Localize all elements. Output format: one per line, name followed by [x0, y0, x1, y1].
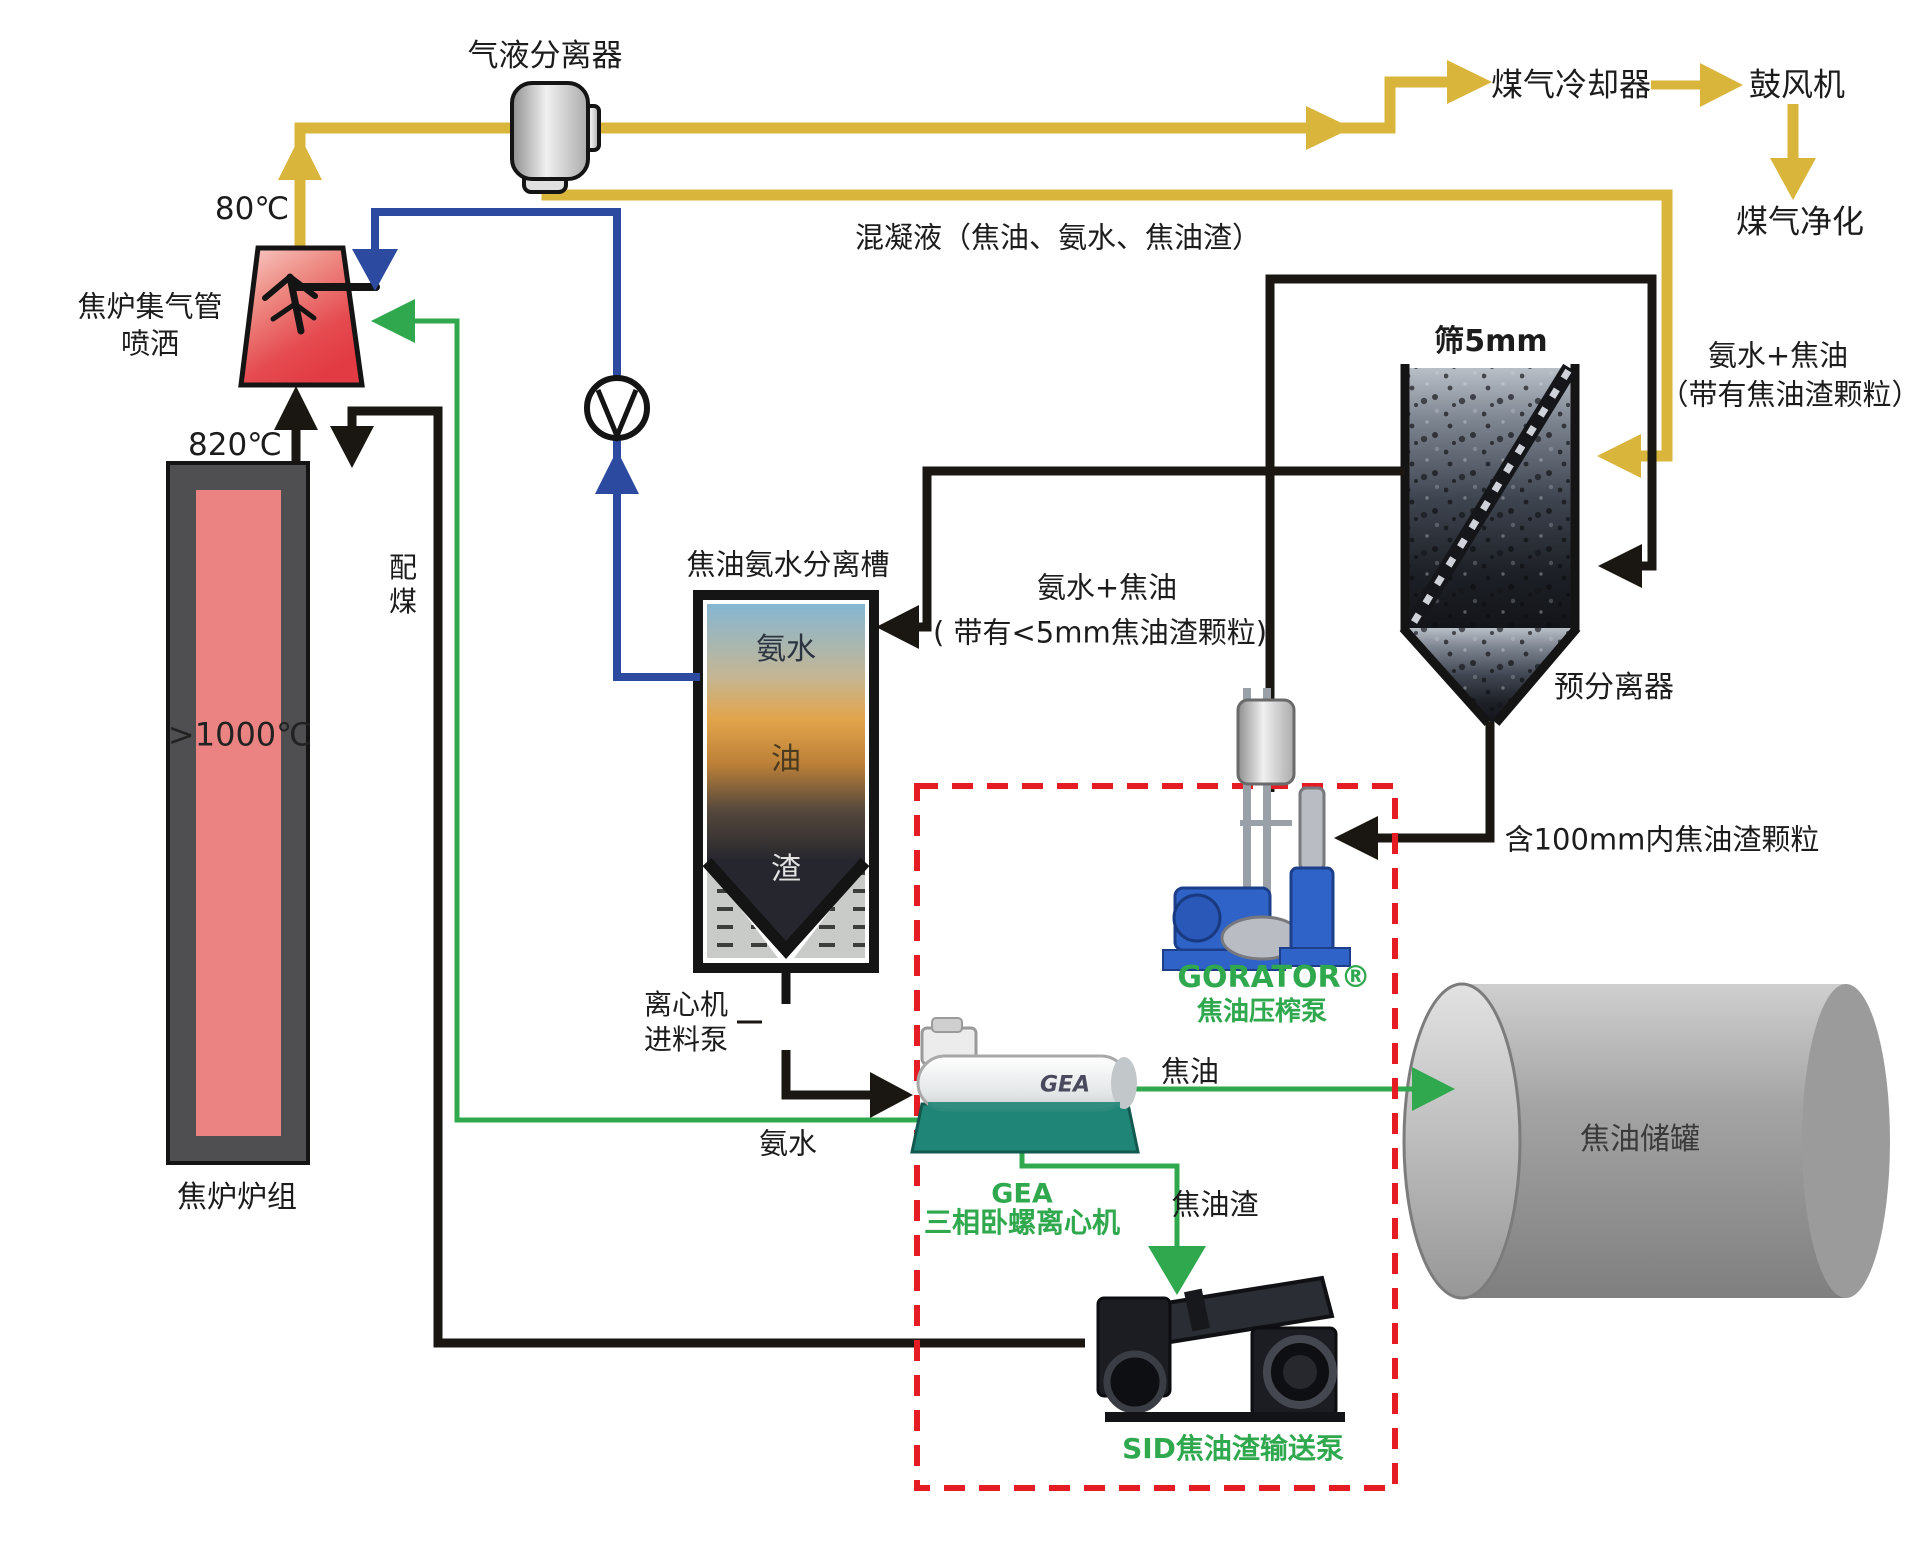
feed-pump-label-line1: 离心机 [643, 987, 729, 1021]
presep-drain-line [1378, 722, 1495, 843]
gas-liquid-separator [510, 81, 601, 194]
tar-residue-stream-label: 焦油渣 [1171, 1187, 1259, 1222]
sieve-size-label: 筛5mm [1434, 323, 1548, 359]
coarse-residue-stream-label: 含100mm内焦油渣颗粒 [1504, 822, 1820, 857]
ammonia-return-arrow [371, 299, 415, 343]
tar-residue-arrow [1148, 1246, 1206, 1295]
presep-to-tank-line [919, 466, 1405, 632]
condensate-stream-label: 混凝液（焦油、氨水、焦油渣） [854, 220, 1262, 255]
gorator-recycle-line [1265, 274, 1657, 792]
tank-layer-residue: 渣 [771, 851, 801, 887]
pre-separator [1399, 363, 1581, 727]
coke-oven-label: 焦炉炉组 [177, 1179, 297, 1215]
tank-layer-oil: 油 [771, 741, 801, 777]
flushing-liquor-arrows [352, 249, 639, 494]
ammonia-tar-stream-line2: （带有焦油渣颗粒） [1659, 377, 1920, 412]
tar-tank-label: 焦油储罐 [1580, 1121, 1700, 1157]
coke-oven [166, 461, 310, 1165]
tar-product-arrow [1412, 1067, 1455, 1111]
gorator-recycle-arrow [1598, 544, 1642, 588]
gea-centrifuge-image [910, 1017, 1140, 1154]
condensate-line-arrow [1597, 434, 1641, 478]
sid-pump-label: SID焦油渣输送泵 [1122, 1431, 1344, 1465]
ammonia-return-line [415, 318, 1095, 1123]
ammonia-tar-stream-line1: 氨水+焦油 [1707, 338, 1849, 373]
circulation-pump-icon [584, 375, 650, 443]
coal-blend-label: 配煤 [388, 551, 417, 618]
separation-tank-label: 焦油氨水分离槽 [686, 547, 890, 582]
collecting-main-label-line2: 喷洒 [120, 326, 180, 361]
gea-machine-text: GEA [1039, 1072, 1091, 1098]
residue-return-arrows [274, 386, 374, 468]
oven-top-temp: 820℃ [188, 427, 282, 464]
presep-drain-arrow [1334, 816, 1378, 860]
collecting-main-label-line1: 焦炉集气管 [77, 289, 223, 324]
sid-pump-image [1096, 1275, 1345, 1422]
tar-residue-line [1019, 1148, 1180, 1248]
tar-stream-label: 焦油 [1160, 1054, 1220, 1089]
gea-brand-label: GEA [991, 1178, 1053, 1210]
tank-layer-ammonia: 氨水 [756, 631, 816, 667]
gas-cooler-label: 煤气冷却器 [1490, 65, 1652, 104]
gas-line-arrows [278, 60, 1816, 200]
blower-label: 鼓风机 [1748, 65, 1846, 104]
ammonia-stream-label: 氨水 [758, 1126, 818, 1161]
oven-chamber-temp: >1000℃ [167, 715, 313, 754]
gorator-brand-label: GORATOR® [1177, 959, 1371, 995]
gorator-pump-image [1162, 688, 1351, 971]
spray-icon [262, 273, 380, 335]
gea-centrifuge-label: 三相卧螺离心机 [923, 1205, 1121, 1239]
gas-liquid-separator-label: 气液分离器 [467, 38, 623, 75]
flushing-liquor-line [371, 208, 700, 681]
ammonia-tar-5mm-line2: ( 带有<5mm焦油渣颗粒) [932, 615, 1268, 650]
tar-tank [1402, 982, 1890, 1300]
gorator-pump-label: 焦油压榨泵 [1196, 997, 1328, 1028]
gas-purification-label: 煤气净化 [1735, 202, 1865, 241]
residue-return-line [291, 406, 1085, 1348]
collecting-main-temp: 80℃ [214, 191, 290, 228]
centrifuge-feed-arrow [870, 1072, 913, 1118]
ammonia-tar-5mm-line1: 氨水+焦油 [1036, 570, 1178, 605]
pre-separator-label: 预分离器 [1554, 669, 1674, 705]
centrifuge-feed-line [737, 1020, 870, 1100]
feed-pump-label-line2: 进料泵 [643, 1022, 729, 1056]
separation-tank [693, 590, 879, 1004]
presep-to-tank-arrow [876, 605, 919, 649]
